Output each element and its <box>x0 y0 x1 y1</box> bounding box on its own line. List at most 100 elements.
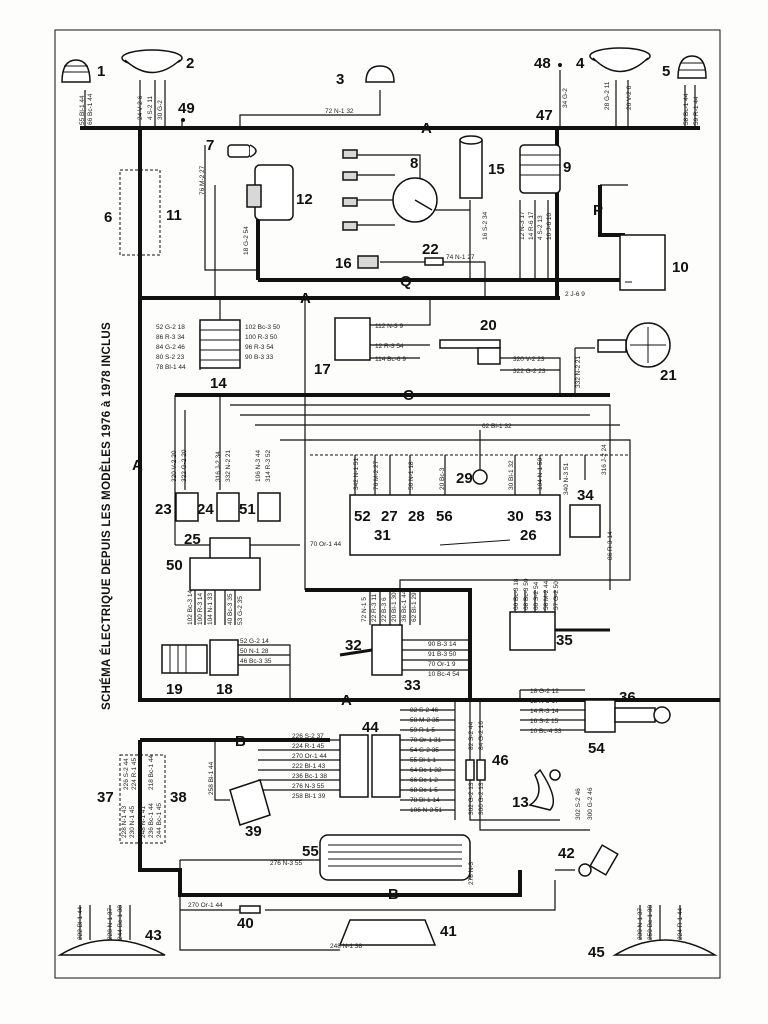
component-number: 19 <box>166 681 183 698</box>
wire-label: 62 Bl-1 32 <box>482 423 512 430</box>
wire-label: 320 V-2 23 <box>513 356 545 363</box>
component-43-rear-light <box>57 939 166 956</box>
wire-label: 332 N-2 21 <box>225 449 232 482</box>
component-number: 35 <box>556 632 573 649</box>
wire-label: 86 R-3 34 <box>156 334 185 341</box>
component-number: 11 <box>166 207 182 224</box>
component-55-heated-rear-window <box>319 834 471 881</box>
wire-label: 66 Bc-1 2 <box>410 777 438 784</box>
component-number: 7 <box>206 137 214 154</box>
dashed-box-37-38 <box>119 754 166 844</box>
wire-label: 218 Bc-1 44 <box>148 755 155 790</box>
component-number: 27 <box>381 508 398 525</box>
wire-label: 54 G-2 35 <box>410 747 439 754</box>
component-29-bulb <box>472 469 488 485</box>
wire-label: 228 N-1 43 <box>121 805 128 838</box>
wire-label: 80 S-2 23 <box>156 354 185 361</box>
wire-label: 58 Bc-1 44 <box>683 93 690 125</box>
wire-label: 230 N-1 37 <box>637 907 644 940</box>
wire-label: 70 Or-1 44 <box>310 541 341 548</box>
component-number: 26 <box>520 527 537 544</box>
wire-9-15 <box>469 200 549 280</box>
wire-label: 70 Or-1 9 <box>428 661 456 668</box>
component-2-headlamp <box>121 49 183 74</box>
bus-letter: Q <box>400 273 412 290</box>
wire-label: 53 G-2 35 <box>237 596 244 625</box>
wire-label: 226 S-2 44 <box>123 758 130 790</box>
component-4-headlamp <box>589 47 651 73</box>
component-13-pedal <box>528 768 561 811</box>
wire-label: 332 N-2 21 <box>575 355 582 388</box>
component-number: 50 <box>166 557 183 574</box>
wire-label: 58 M-2 35 <box>410 717 440 724</box>
component-number: 39 <box>245 823 262 840</box>
wire-label: 230 N-1 45 <box>129 805 136 838</box>
top-drops <box>84 70 696 128</box>
component-number: 16 <box>335 255 352 272</box>
wire-label: 10 J-6 10 <box>546 213 553 240</box>
component-number: 51 <box>239 501 256 518</box>
wire-label: 55 Bl-1 1 <box>410 757 436 764</box>
component-5-lamp <box>677 55 707 79</box>
wire-label: 12 R-3 17 <box>530 698 559 705</box>
component-number: 48 <box>534 55 551 72</box>
wire-label: 114 Bc-6 9 <box>375 356 406 363</box>
wire-label: 314 R-3 52 <box>265 449 272 482</box>
component-36-ignition-switch <box>584 699 671 733</box>
wire-label: 90 B-3 33 <box>245 354 274 361</box>
wire-50-drops <box>194 590 236 625</box>
component-number: 54 <box>588 740 605 757</box>
component-number: 12 <box>296 191 313 208</box>
wire-46-13 <box>469 700 590 831</box>
component-39-module <box>229 779 271 826</box>
wire-43 <box>79 905 131 940</box>
component-number: 6 <box>104 209 112 226</box>
component-number: 14 <box>210 375 227 392</box>
wire-dash-drops <box>354 430 586 495</box>
component-9-starter <box>519 144 561 194</box>
wire-label: 244 Bc-1 45 <box>156 803 163 838</box>
wire-label: 300 G-2 46 <box>587 787 594 820</box>
bus-letter: A <box>421 120 432 137</box>
component-10-battery <box>619 234 666 291</box>
component-number: 53 <box>535 508 552 525</box>
component-14-connector <box>199 319 241 369</box>
dashed-box-6-11 <box>119 169 161 256</box>
wire-label: 90 B-3 14 <box>428 641 457 648</box>
wire-label: 14 R-6 17 <box>528 211 535 240</box>
component-number: 23 <box>155 501 172 518</box>
component-number: 10 <box>672 259 689 276</box>
wire-label: 40 Bc-3 35 <box>227 593 234 625</box>
wire-label: 74 N-1 27 <box>446 254 475 261</box>
wire-label: 18 G-2 54 <box>243 226 250 255</box>
wire-label: 82 S-2 46 <box>410 707 439 714</box>
wire-label: 26 V-2 6 <box>626 85 633 110</box>
wire-label: 20 Bc-3 <box>439 467 446 490</box>
wire-label: 59 R-1 5 <box>410 727 435 734</box>
component-40-fuse <box>239 905 261 914</box>
component-34-relay <box>569 504 601 538</box>
wire-label: 276 N-3 55 <box>292 783 325 790</box>
wire-label: 322 G-2 20 <box>181 449 188 482</box>
wire-label: 50 N-1 18 <box>408 461 415 490</box>
component-42-washer-pump <box>578 844 619 877</box>
component-number: 31 <box>374 527 391 544</box>
wire-label: 100 R-3 50 <box>245 334 278 341</box>
wire-label: 50 N-1 28 <box>240 648 269 655</box>
wire-label: 222 Bl-1 44 <box>77 906 84 940</box>
component-number: 22 <box>422 241 439 258</box>
component-51-switch <box>257 492 281 522</box>
wire-label: 46 Bc-3 35 <box>240 658 272 665</box>
diagram-title: SCHÉMA ÉLECTRIQUE DEPUIS LES MODÈLES 197… <box>100 322 113 710</box>
component-number: 5 <box>662 63 670 80</box>
bus-a-left-trunk <box>138 128 470 702</box>
wire-label: 106 N-3 44 <box>255 449 262 482</box>
wire-label: 104 N-1 50 <box>537 457 544 490</box>
component-32-combination-switch <box>339 624 403 676</box>
bus-inner-loop <box>305 588 472 700</box>
component-number: 46 <box>492 752 509 769</box>
wire-label: 30 Bl-1 32 <box>508 460 515 490</box>
wire-label: 12 N-3 17 <box>519 211 526 240</box>
wire-16-22 <box>380 261 486 298</box>
